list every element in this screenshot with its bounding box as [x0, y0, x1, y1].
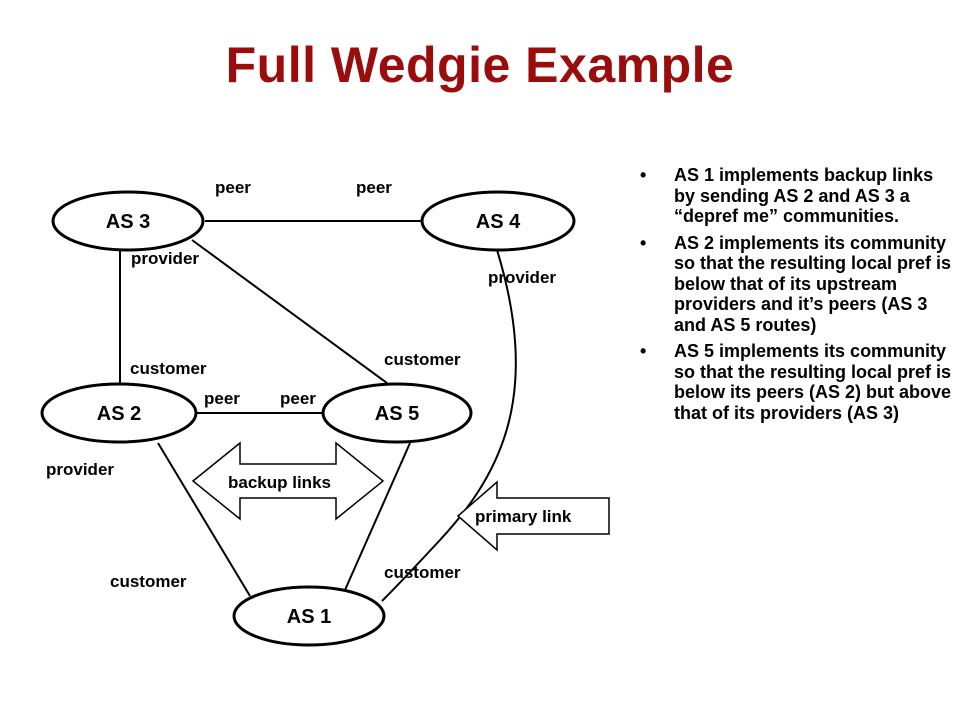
label-customer-as1-left: customer: [110, 572, 187, 591]
bullet-item: AS 1 implements backup links by sending …: [640, 165, 955, 227]
link-as2-as1: [157, 442, 251, 597]
node-as5: AS 5: [321, 382, 473, 444]
label-peer-as2: peer: [204, 389, 240, 408]
backup-links-arrow: backup links: [191, 441, 385, 521]
label-peer-as5: peer: [280, 389, 316, 408]
bullet-item: AS 5 implements its community so that th…: [640, 341, 955, 423]
node-as2: AS 2: [40, 382, 198, 444]
explanation-bullet-list: AS 1 implements backup links by sending …: [640, 165, 955, 429]
node-as5-label: AS 5: [375, 403, 419, 425]
primary-link-label: primary link: [475, 507, 572, 526]
label-peer-as3: peer: [215, 178, 251, 197]
link-as4-as1: [381, 249, 517, 602]
node-as2-label: AS 2: [97, 403, 141, 425]
label-provider-as4: provider: [488, 268, 556, 287]
node-as3: AS 3: [51, 190, 205, 252]
primary-link-arrow: primary link: [456, 480, 610, 552]
label-customer-as1-right: customer: [384, 563, 461, 582]
node-as4-label: AS 4: [476, 211, 521, 233]
link-as3-as5: [191, 239, 388, 384]
node-as3-label: AS 3: [106, 211, 150, 233]
label-provider-as3: provider: [131, 249, 199, 268]
label-customer-as5: customer: [384, 350, 461, 369]
link-as5-as1: [344, 442, 411, 591]
node-as1: AS 1: [232, 585, 386, 647]
slide-title: Full Wedgie Example: [225, 37, 735, 93]
node-as1-label: AS 1: [287, 606, 331, 628]
label-provider-as2: provider: [46, 460, 114, 479]
backup-links-label: backup links: [228, 473, 331, 492]
bullet-item: AS 2 implements its community so that th…: [640, 233, 955, 336]
label-customer-as2: customer: [130, 359, 207, 378]
node-as4: AS 4: [420, 190, 576, 252]
label-peer-as4: peer: [356, 178, 392, 197]
